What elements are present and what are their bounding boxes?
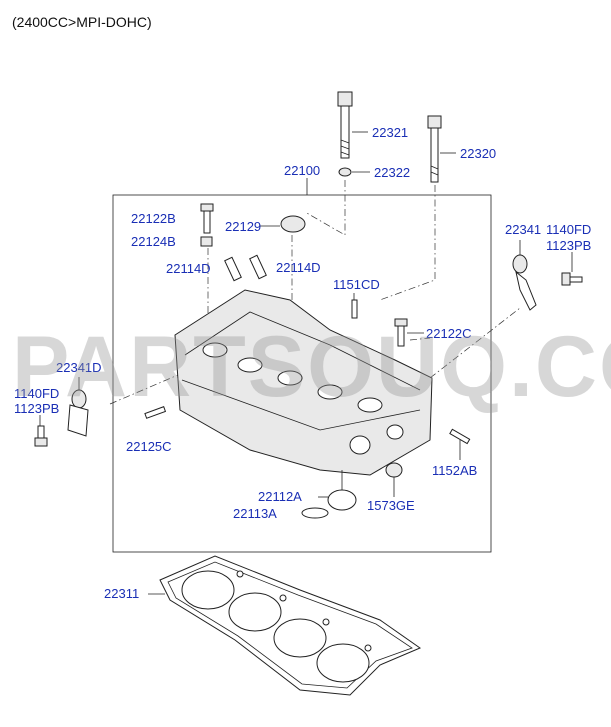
label-22124B[interactable]: 22124B [131, 234, 176, 249]
bracket-22341D-drawing [67, 389, 89, 437]
label-22129[interactable]: 22129 [225, 219, 261, 234]
bolt-1140FD-right-drawing [561, 272, 583, 286]
head-gasket-22311-drawing [159, 555, 422, 696]
label-22112A[interactable]: 22112A [258, 489, 302, 504]
label-22114D-left[interactable]: 22114D [166, 261, 211, 276]
ring-22112A-drawing [327, 489, 357, 511]
label-22341D[interactable]: 22341D [56, 360, 102, 375]
bolt-1140FD-left-drawing [34, 425, 48, 447]
bolt-22122C-drawing [394, 318, 408, 347]
assembly-frame [112, 194, 492, 553]
label-22122C[interactable]: 22122C [426, 326, 472, 341]
bracket-22341-drawing [512, 254, 537, 311]
label-1123PB-left[interactable]: 1123PB [14, 401, 59, 416]
label-22321[interactable]: 22321 [372, 125, 408, 140]
label-22320[interactable]: 22320 [460, 146, 496, 161]
engine-spec-header: (2400CC>MPI-DOHC) [12, 14, 152, 30]
label-1140FD-left[interactable]: 1140FD [14, 386, 59, 401]
label-22341-right[interactable]: 22341 [505, 222, 541, 237]
ring-22113A-drawing [301, 507, 329, 519]
label-22125C[interactable]: 22125C [126, 439, 172, 454]
pin-22114D-right-drawing [249, 254, 267, 280]
label-22100[interactable]: 22100 [284, 163, 320, 178]
label-22114D-right[interactable]: 22114D [276, 260, 321, 275]
label-1140FD-right[interactable]: 1140FD [546, 222, 591, 237]
label-1573GE[interactable]: 1573GE [367, 498, 415, 513]
pin-22125C-drawing [144, 406, 167, 419]
watermark: PARTSOUQ.COM [12, 319, 611, 415]
washer-22322-drawing [338, 167, 352, 177]
pin-22114D-left-drawing [224, 256, 242, 282]
label-22311[interactable]: 22311 [104, 586, 139, 601]
pin-1152AB-drawing [449, 428, 471, 445]
label-1123PB-right[interactable]: 1123PB [546, 238, 591, 253]
label-22122B[interactable]: 22122B [131, 211, 176, 226]
pin-1151CD-drawing [351, 299, 358, 319]
plug-22129-drawing [280, 215, 306, 233]
bolt-22122B-drawing [200, 203, 214, 234]
dowel-22124B-drawing [200, 236, 213, 247]
bolt-22321-drawing [337, 91, 353, 159]
cylinder-head-22100-drawing [174, 289, 433, 476]
label-22113A[interactable]: 22113A [233, 506, 277, 521]
label-22322[interactable]: 22322 [374, 165, 410, 180]
seal-1573GE-drawing [385, 462, 403, 478]
bolt-22320-drawing [427, 115, 442, 183]
label-1151CD[interactable]: 1151CD [333, 277, 380, 292]
label-1152AB[interactable]: 1152AB [432, 463, 477, 478]
